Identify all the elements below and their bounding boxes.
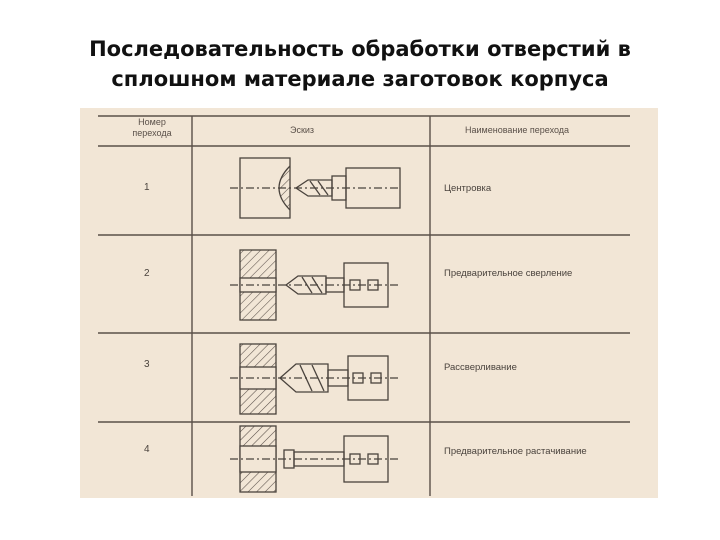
scanned-table-image: Номер перехода Эскиз Наименование перехо… [80, 108, 658, 498]
header-number-line-1: Номер [138, 117, 166, 127]
row-2-name: Предварительное сверление [444, 268, 573, 279]
row-3-number: 3 [144, 359, 150, 370]
title-line-2: сплошном материале заготовок корпуса [111, 67, 609, 91]
process-table-drawing [98, 115, 630, 496]
table-grid [98, 115, 630, 496]
sketch-drilling [230, 249, 400, 321]
row-1-name: Центровка [444, 183, 492, 194]
header-sketch: Эскиз [290, 125, 315, 135]
header-number: Номер перехода [124, 117, 180, 139]
sketch-reaming [230, 343, 400, 415]
title-line-1: Последовательность обработки отверстий в [89, 37, 631, 61]
header-number-line-2: перехода [132, 128, 172, 138]
sketch-boring [230, 425, 400, 493]
row-2-number: 2 [144, 268, 150, 279]
header-name: Наименование перехода [465, 125, 570, 135]
slide-title: Последовательность обработки отверстий в… [40, 34, 680, 94]
row-4-number: 4 [144, 444, 150, 455]
row-3-name: Рассверливание [444, 362, 517, 373]
row-1-number: 1 [144, 182, 150, 193]
row-4-name: Предварительное растачивание [444, 446, 587, 457]
sketch-centering [230, 157, 401, 219]
